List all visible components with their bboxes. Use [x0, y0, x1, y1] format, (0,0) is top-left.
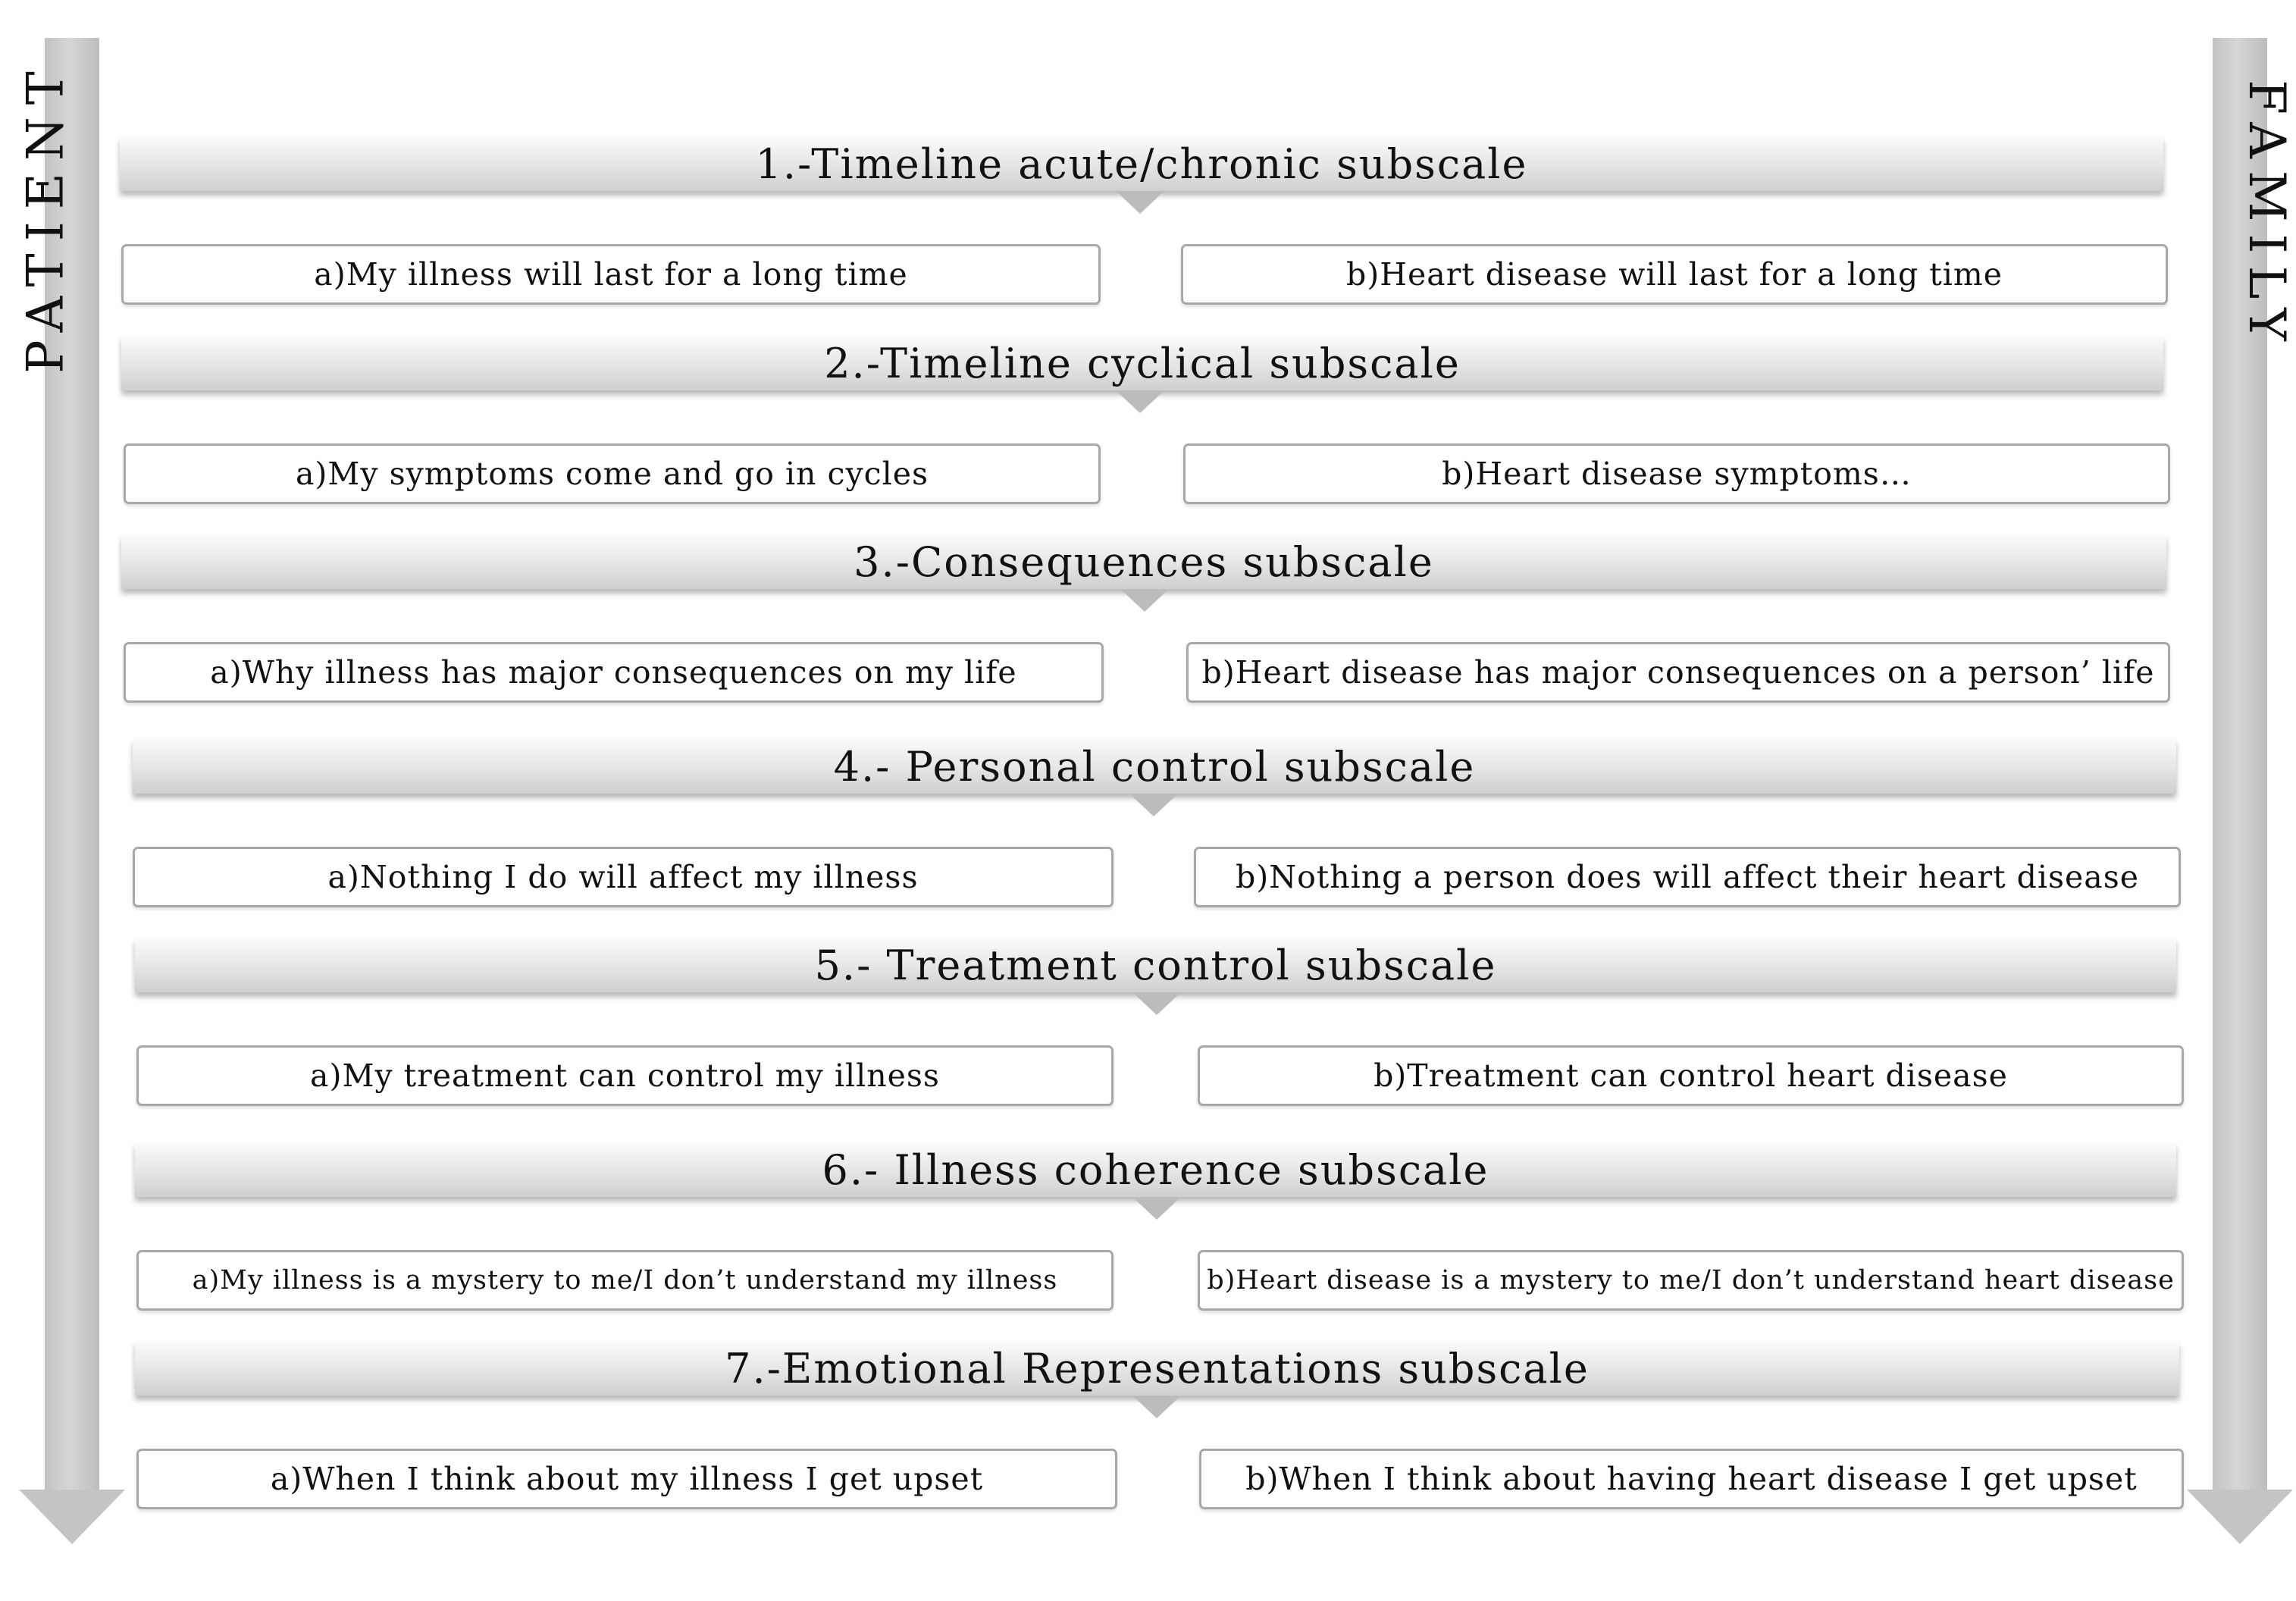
- down-pointer: [1132, 1396, 1181, 1418]
- patient-item: a)When I think about my illness I get up…: [136, 1449, 1117, 1509]
- subscale-section-7: 7.-Emotional Representations subscale a)…: [0, 1341, 2296, 1540]
- subscale-title-banner: 4.- Personal control subscale: [133, 739, 2176, 794]
- patient-item: a)My symptoms come and go in cycles: [124, 443, 1101, 504]
- subscale-section-4: 4.- Personal control subscale a)Nothing …: [0, 739, 2296, 938]
- family-arrow: FAMILY: [2183, 38, 2296, 1584]
- subscale-title-banner: 6.- Illness coherence subscale: [135, 1142, 2176, 1197]
- family-item: b)Treatment can control heart disease: [1198, 1045, 2184, 1106]
- down-pointer: [1116, 191, 1164, 214]
- subscale-title: 4.- Personal control subscale: [833, 742, 1476, 791]
- subscale-title-banner: 1.-Timeline acute/chronic subscale: [120, 136, 2163, 191]
- subscale-title: 7.-Emotional Representations subscale: [725, 1344, 1590, 1393]
- patient-item: a)My treatment can control my illness: [136, 1045, 1114, 1106]
- patient-arrow-shaft: [45, 38, 99, 1490]
- family-item: b)Nothing a person does will affect thei…: [1194, 847, 2181, 907]
- patient-item: a)Nothing I do will affect my illness: [133, 847, 1114, 907]
- family-item: b)Heart disease has major consequences o…: [1186, 642, 2170, 703]
- patient-item: a)My illness will last for a long time: [121, 244, 1101, 305]
- patient-item: a)My illness is a mystery to me/I don’t …: [136, 1250, 1114, 1311]
- subscale-title: 3.-Consequences subscale: [854, 537, 1434, 586]
- down-pointer: [1132, 992, 1181, 1015]
- family-item: b)Heart disease will last for a long tim…: [1181, 244, 2168, 305]
- subscale-title-banner: 2.-Timeline cyclical subscale: [121, 336, 2163, 390]
- patient-arrow: PATIENT: [15, 38, 129, 1584]
- subscale-section-1: 1.-Timeline acute/chronic subscale a)My …: [0, 136, 2296, 335]
- patient-arrow-head: [19, 1490, 125, 1544]
- down-pointer: [1129, 794, 1178, 816]
- subscale-section-5: 5.- Treatment control subscale a)My trea…: [0, 938, 2296, 1136]
- patient-item: a)Why illness has major consequences on …: [124, 642, 1104, 703]
- subscale-title: 1.-Timeline acute/chronic subscale: [755, 139, 1528, 188]
- subscale-title: 2.-Timeline cyclical subscale: [824, 339, 1461, 387]
- subscale-title: 5.- Treatment control subscale: [814, 941, 1497, 989]
- subscale-section-6: 6.- Illness coherence subscale a)My illn…: [0, 1142, 2296, 1341]
- subscale-section-3: 3.-Consequences subscale a)Why illness h…: [0, 534, 2296, 733]
- subscale-section-2: 2.-Timeline cyclical subscale a)My sympt…: [0, 336, 2296, 534]
- family-item: b)When I think about having heart diseas…: [1199, 1449, 2184, 1509]
- down-pointer: [1116, 390, 1164, 413]
- family-item: b)Heart disease is a mystery to me/I don…: [1198, 1250, 2184, 1311]
- subscale-title-banner: 7.-Emotional Representations subscale: [135, 1341, 2179, 1396]
- family-arrow-shaft: [2213, 38, 2267, 1490]
- down-pointer: [1120, 589, 1169, 612]
- family-item: b)Heart disease symptoms…: [1183, 443, 2170, 504]
- subscale-title-banner: 5.- Treatment control subscale: [135, 938, 2176, 992]
- down-pointer: [1132, 1197, 1181, 1220]
- subscale-title-banner: 3.-Consequences subscale: [121, 534, 2166, 589]
- subscale-title: 6.- Illness coherence subscale: [822, 1145, 1489, 1194]
- family-arrow-head: [2187, 1490, 2293, 1544]
